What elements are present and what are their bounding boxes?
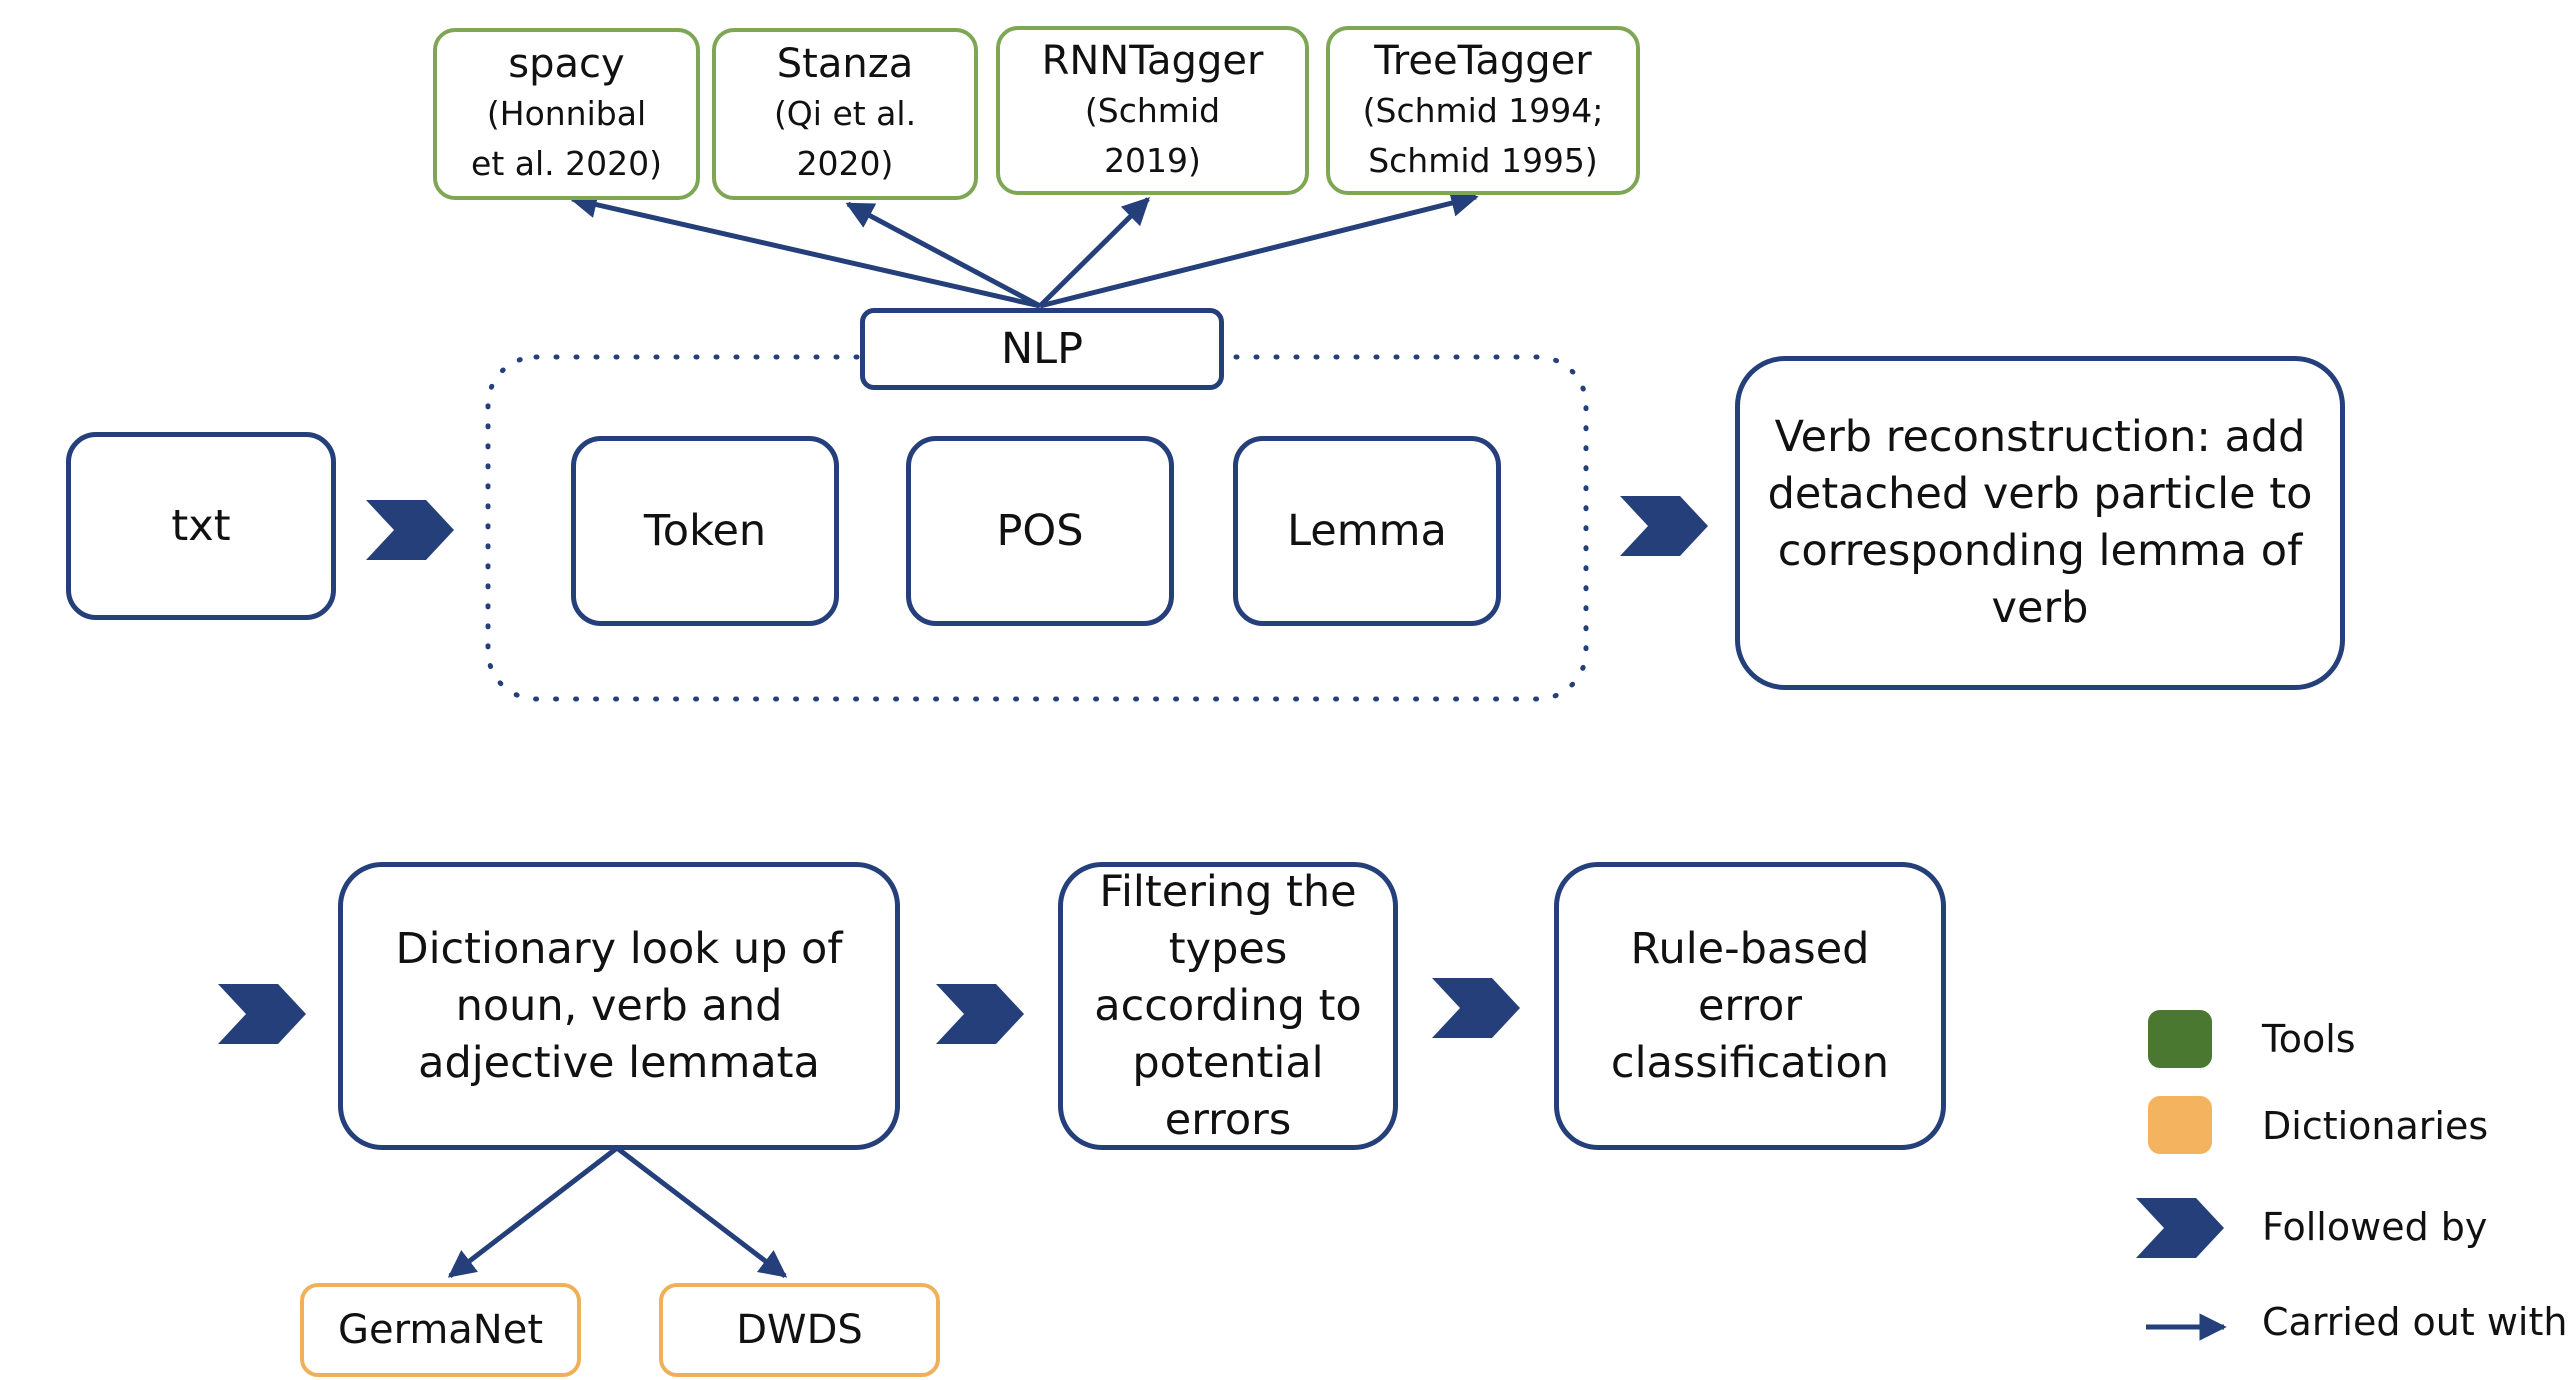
- verb-reconstruction-line: corresponding lemma of: [1777, 526, 2303, 576]
- tool-name: TreeTagger: [1374, 37, 1592, 84]
- dictionary-box-germanet: GermaNet: [300, 1283, 581, 1377]
- dictionary-name: GermaNet: [337, 1307, 544, 1353]
- legend-swatch-dictionaries: [2148, 1096, 2212, 1154]
- tool-citation: (Qi et al.: [773, 94, 917, 133]
- tool-name: spacy: [508, 41, 625, 87]
- tool-citation: et al. 2020): [471, 144, 662, 183]
- verb-reconstruction-line: verb: [1991, 583, 2089, 633]
- tool-citation: 2019): [1104, 140, 1201, 180]
- tool-box-treetagger: TreeTagger (Schmid 1994; Schmid 1995): [1326, 26, 1640, 195]
- nlp-step-label: POS: [996, 505, 1084, 556]
- chevron-icon-filtering-to-classification: [1432, 978, 1520, 1038]
- classification-line: error: [1697, 980, 1803, 1031]
- dictionary-box-dwds: DWDS: [659, 1283, 940, 1377]
- legend-label-carried-out-with: Carried out with: [2262, 1300, 2568, 1344]
- chevron-icon-txt-to-nlp: [366, 500, 454, 560]
- arrow-nlp-to-treetagger: [1039, 189, 1479, 309]
- arrow-nlp-to-stanza: [845, 201, 1042, 309]
- legend-chevron-icon: [2136, 1198, 2224, 1258]
- dictionary-lookup-line: Dictionary look up of: [395, 923, 843, 974]
- chevron-icon-to-lookup: [218, 984, 306, 1044]
- filtering-line: Filtering the: [1099, 866, 1357, 917]
- tool-citation: (Schmid: [1084, 90, 1221, 130]
- tool-box-stanza: Stanza (Qi et al. 2020): [712, 28, 978, 200]
- dictionary-lookup-box: Dictionary look up of noun, verb and adj…: [338, 862, 900, 1150]
- verb-reconstruction-line: detached verb particle to: [1767, 469, 2313, 519]
- arrow-lookup-to-germanet: [447, 1146, 619, 1278]
- input-txt-box: txt: [66, 432, 336, 620]
- tool-citation: (Schmid 1994;: [1362, 90, 1604, 130]
- nlp-step-label: Token: [643, 505, 767, 556]
- nlp-step-pos: POS: [906, 436, 1174, 626]
- tool-citation: Schmid 1995): [1368, 140, 1598, 180]
- tool-box-spacy: spacy (Honnibal et al. 2020): [433, 28, 700, 200]
- tool-citation: (Honnibal: [486, 94, 647, 133]
- tool-name: RNNTagger: [1041, 37, 1264, 84]
- nlp-label-box: NLP: [860, 308, 1224, 390]
- verb-reconstruction-box: Verb reconstruction: add detached verb p…: [1735, 356, 2345, 690]
- tool-citation: 2020): [796, 144, 894, 183]
- classification-box: Rule-based error classification: [1554, 862, 1946, 1150]
- chevron-icon-lookup-to-filtering: [936, 984, 1024, 1044]
- nlp-step-label: Lemma: [1287, 505, 1447, 556]
- filtering-line: according to: [1094, 980, 1362, 1031]
- filtering-line: types: [1168, 923, 1288, 974]
- classification-line: classification: [1610, 1037, 1890, 1088]
- legend-label-dictionaries: Dictionaries: [2262, 1104, 2489, 1148]
- nlp-step-lemma: Lemma: [1233, 436, 1501, 626]
- filtering-line: potential: [1132, 1037, 1324, 1088]
- input-label: txt: [171, 500, 231, 551]
- verb-reconstruction-line: Verb reconstruction: add: [1774, 412, 2306, 462]
- filtering-line: errors: [1164, 1094, 1292, 1145]
- arrow-nlp-to-rnntagger: [1038, 197, 1150, 308]
- arrow-nlp-to-spacy: [569, 191, 1041, 309]
- tool-box-rnntagger: RNNTagger (Schmid 2019): [996, 26, 1309, 195]
- chevron-icon-nlp-to-verb: [1620, 496, 1708, 556]
- nlp-step-token: Token: [571, 436, 839, 626]
- dictionary-lookup-line: adjective lemmata: [418, 1037, 820, 1088]
- legend-label-followed-by: Followed by: [2262, 1205, 2488, 1249]
- legend-swatch-tools: [2148, 1010, 2212, 1068]
- legend-label-tools: Tools: [2262, 1017, 2356, 1061]
- dictionary-name: DWDS: [736, 1307, 863, 1353]
- classification-line: Rule-based: [1630, 923, 1870, 974]
- filtering-box: Filtering the types according to potenti…: [1058, 862, 1398, 1150]
- arrow-lookup-to-dwds: [615, 1146, 788, 1278]
- nlp-label: NLP: [1000, 323, 1084, 374]
- tool-name: Stanza: [776, 41, 914, 87]
- dictionary-lookup-line: noun, verb and: [455, 980, 783, 1031]
